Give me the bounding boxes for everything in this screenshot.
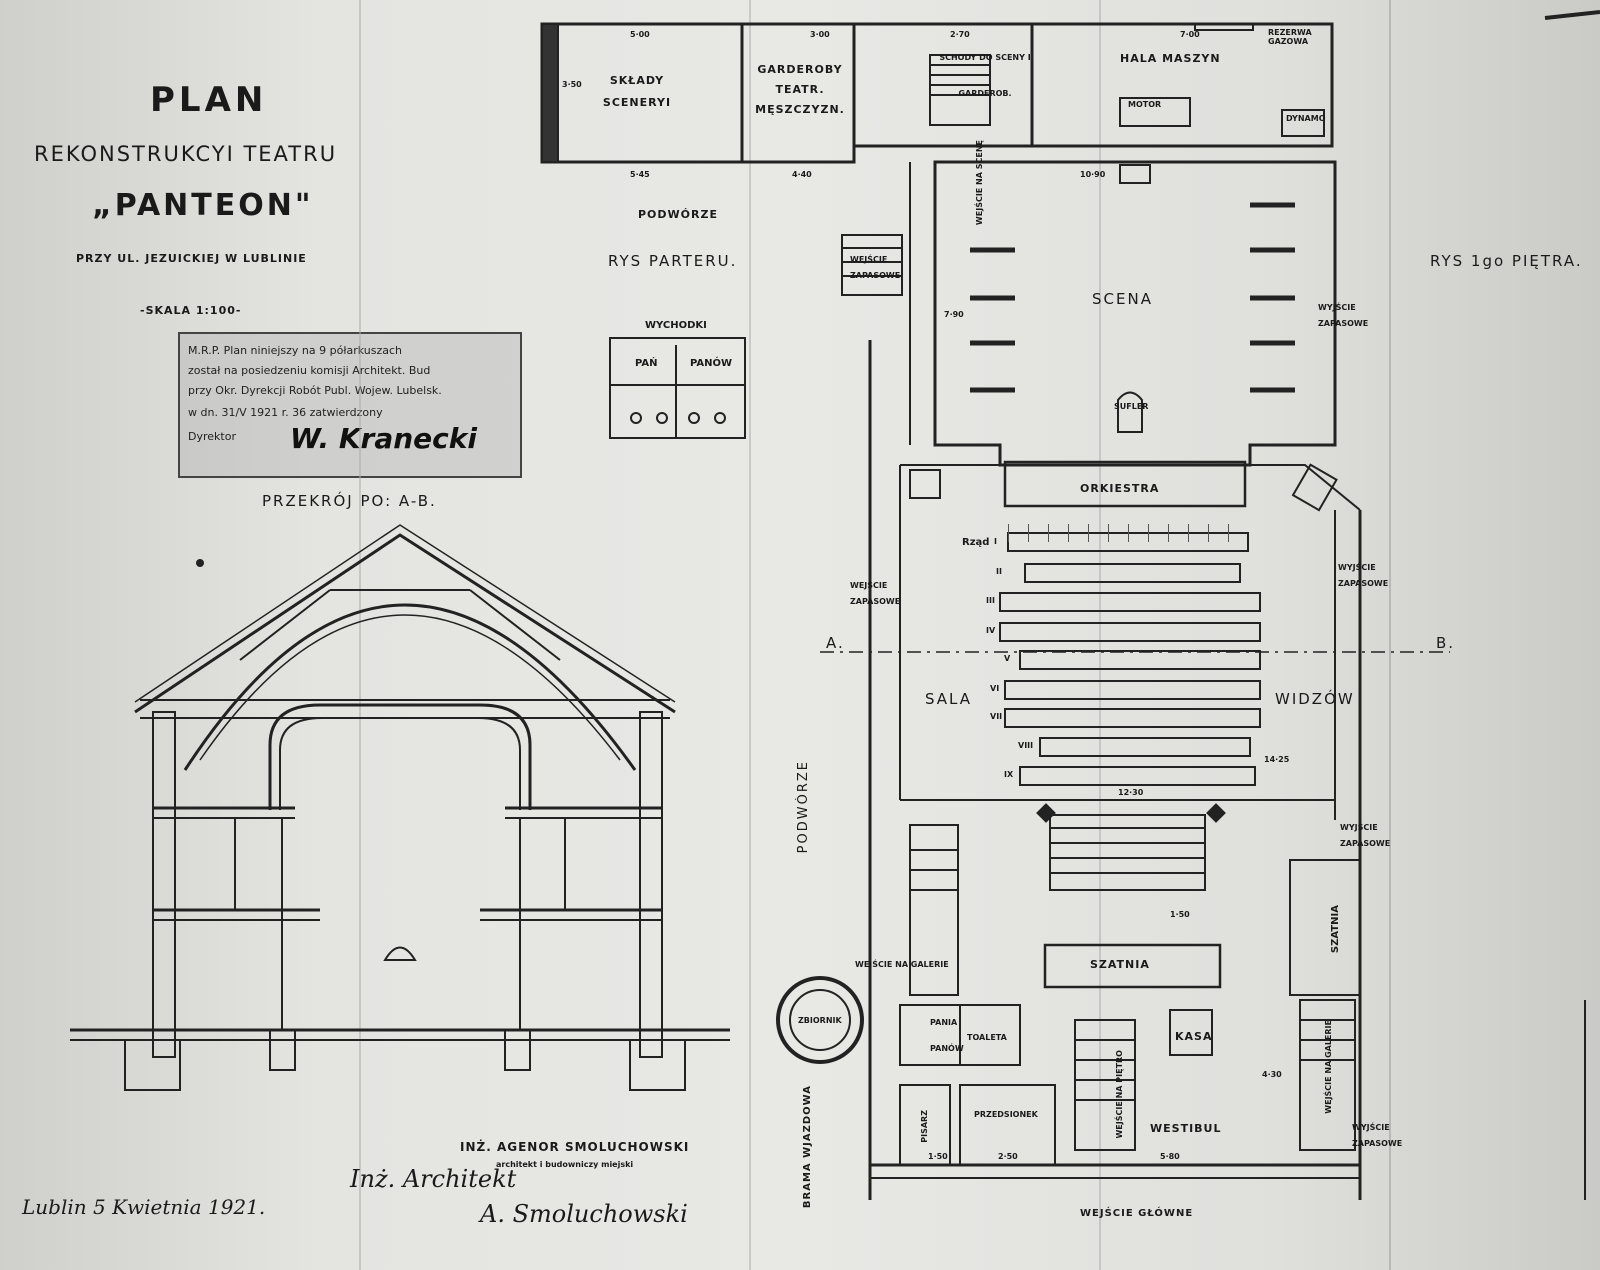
first-floor-title: RYS 1go PIĘTRA. bbox=[1430, 252, 1583, 270]
dim-270: 2·70 bbox=[950, 30, 970, 39]
dim-430: 4·30 bbox=[1262, 1070, 1282, 1079]
row-4: IV bbox=[986, 626, 996, 635]
room-sklady: SKŁADY SCENERYI bbox=[602, 74, 672, 109]
dim-500: 5·00 bbox=[630, 30, 650, 39]
cistern-label: ZBIORNIK bbox=[798, 1016, 842, 1025]
dim-300: 3·00 bbox=[810, 30, 830, 39]
dim-1090: 10·90 bbox=[1080, 170, 1106, 179]
stamp-line-2: został na posiedzeniu komisji Architekt.… bbox=[188, 364, 431, 377]
emergency-exit-3: WYJŚCIE ZAPASOWE bbox=[1318, 303, 1369, 328]
ticket-office-label: KASA bbox=[1175, 1030, 1213, 1043]
gas-reserve-label: REZERWA GAZOWA bbox=[1268, 28, 1312, 46]
emergency-exit-5: WYJŚCIE ZAPASOWE bbox=[1340, 823, 1391, 848]
vestibule-label: WESTIBUL bbox=[1150, 1122, 1222, 1135]
emergency-exit-6: WYJŚCIE ZAPASOWE bbox=[1352, 1123, 1403, 1148]
ground-floor-title: RYS PARTERU. bbox=[608, 252, 738, 270]
stamp-line-4: w dn. 31/V 1921 r. 36 zatwierdzony bbox=[188, 406, 383, 419]
toilet-label: TOALETA bbox=[967, 1033, 1007, 1042]
emergency-exit-4: WYJŚCIE ZAPASOWE bbox=[1338, 563, 1389, 588]
row-8: VIII bbox=[1018, 741, 1034, 750]
architect-signature-title: Inż. Architekt bbox=[350, 1165, 517, 1193]
section-marker-a: A. bbox=[826, 634, 845, 652]
dynamo-label: DYNAMO bbox=[1286, 114, 1326, 123]
stairs-up-label: WEJŚCIE NA PIĘTRO bbox=[1115, 1050, 1124, 1139]
row-3: III bbox=[986, 596, 995, 605]
room-schody: SCHODY DO SCENY I GARDEROB. bbox=[939, 53, 1031, 98]
room-garderoby: GARDEROBY TEATR. MĘSZCZYZN. bbox=[755, 63, 845, 116]
dim-1230: 12·30 bbox=[1118, 788, 1144, 797]
approval-stamp: M.R.P. Plan niniejszy na 9 półarkuszach … bbox=[178, 332, 522, 478]
auditorium-label-left: SALA bbox=[925, 690, 973, 708]
gallery-entrance-left-label: WEJŚCIE NA GALERIE bbox=[855, 960, 949, 969]
director-signature: W. Kranecki bbox=[290, 422, 477, 455]
row-6: VI bbox=[990, 684, 1000, 693]
room-hala-maszyn: HALA MASZYN bbox=[1120, 52, 1221, 65]
courtyard-left-label: PODWÓRZE bbox=[796, 760, 811, 854]
architect-role: architekt i budowniczy miejski bbox=[496, 1160, 634, 1169]
orchestra-label: ORKIESTRA bbox=[1080, 482, 1160, 495]
ladies-label: PANIA bbox=[930, 1018, 958, 1027]
street-address: PRZY UL. JEZUICKIEJ W LUBLINIE bbox=[76, 252, 307, 265]
plan-subtitle: REKONSTRUKCYI TEATRU bbox=[34, 142, 338, 166]
theatre-name: „PANTEON" bbox=[92, 188, 314, 223]
row-5: V bbox=[1004, 654, 1011, 663]
section-marker-b: B. bbox=[1436, 634, 1456, 652]
gallery-entrance-right-label: WEJŚCIE NA GALERIE bbox=[1324, 1020, 1333, 1114]
main-entrance-label: WEJŚCIE GŁÓWNE bbox=[1080, 1208, 1194, 1219]
cross-section-drawing bbox=[70, 524, 730, 1091]
plan-title: PLAN bbox=[150, 80, 268, 120]
stamp-line-3: przy Okr. Dyrekcji Robót Publ. Wojew. Lu… bbox=[188, 384, 442, 397]
row-9: IX bbox=[1004, 770, 1014, 779]
dim-545: 5·45 bbox=[630, 170, 650, 179]
ground-floor-plan bbox=[540, 0, 1600, 1270]
dim-150: 1·50 bbox=[1170, 910, 1190, 919]
section-title: PRZEKRÓJ PO: A-B. bbox=[262, 492, 437, 510]
row-7: VII bbox=[990, 712, 1003, 721]
toilet-men-label: PANÓW bbox=[690, 358, 733, 369]
row-2: II bbox=[996, 567, 1002, 576]
dim-150b: 1·50 bbox=[928, 1152, 948, 1161]
dim-350: 3·50 bbox=[562, 80, 582, 89]
emergency-entrance-1: WEJŚCIE ZAPASOWE bbox=[850, 255, 901, 280]
stamp-line-5: Dyrektor bbox=[188, 430, 236, 443]
prompter-label: SUFLER bbox=[1114, 402, 1149, 411]
courtyard-top-label: PODWÓRZE bbox=[638, 208, 718, 221]
scale-label: -SKALA 1:100- bbox=[140, 304, 242, 317]
row-label: Rząd bbox=[962, 537, 990, 548]
clerk-label: PISARZ bbox=[920, 1110, 929, 1143]
cloakroom-label: SZATNIA bbox=[1090, 958, 1150, 971]
dim-1425: 14·25 bbox=[1264, 755, 1290, 764]
dim-250: 2·50 bbox=[998, 1152, 1018, 1161]
dim-440: 4·40 bbox=[792, 170, 812, 179]
gate-label: BRAMA WJAZDOWA bbox=[802, 1085, 813, 1209]
stage-label: SCENA bbox=[1092, 290, 1153, 308]
dim-700: 7·00 bbox=[1180, 30, 1200, 39]
toilets-block-label: WYCHODKI bbox=[645, 320, 707, 331]
motor-label: MOTOR bbox=[1128, 100, 1162, 109]
row-1: I bbox=[994, 537, 997, 546]
architect-signature: A. Smoluchowski bbox=[480, 1200, 688, 1228]
vestibule-entry-label: PRZEDSIONEK bbox=[974, 1110, 1038, 1119]
emergency-entrance-2: WEJŚCIE ZAPASOWE bbox=[850, 581, 901, 606]
auditorium-label-right: WIDZÓW bbox=[1275, 690, 1355, 708]
stamp-line-1: M.R.P. Plan niniejszy na 9 półarkuszach bbox=[188, 344, 403, 357]
stage-entrance-label: WEJŚCIE NA SCENĘ bbox=[975, 140, 984, 226]
toilet-women-label: PAŃ bbox=[635, 358, 658, 369]
dim-790: 7·90 bbox=[944, 310, 964, 319]
architect-name: INŻ. AGENOR SMOLUCHOWSKI bbox=[460, 1140, 690, 1154]
gents-label: PANÓW bbox=[930, 1044, 964, 1053]
place-and-date: Lublin 5 Kwietnia 1921. bbox=[22, 1195, 266, 1219]
dim-580: 5·80 bbox=[1160, 1152, 1180, 1161]
cloakroom-right-label: SZATNIA bbox=[1330, 905, 1341, 954]
auditorium-seat-rows bbox=[999, 524, 1261, 786]
